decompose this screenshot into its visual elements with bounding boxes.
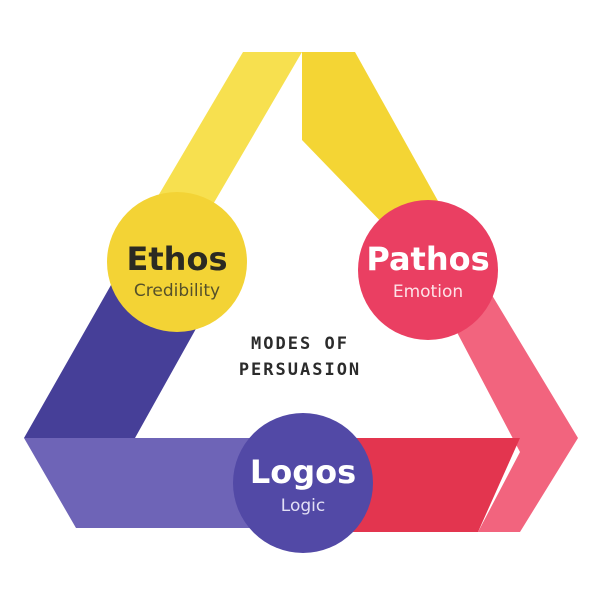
pathos-circle [358,200,498,340]
pathos-node: Pathos Emotion [358,200,498,340]
pathos-subtitle: Emotion [393,282,463,302]
ethos-node: Ethos Credibility [107,192,247,332]
ethos-subtitle: Credibility [134,281,220,301]
logos-circle [233,413,373,553]
center-title-line-1: MODES OF [251,334,349,354]
pathos-band-lower-face [320,438,520,532]
logos-subtitle: Logic [281,496,325,516]
ethos-name: Ethos [127,240,228,278]
logos-name: Logos [250,453,356,491]
ethos-circle [107,192,247,332]
logos-node: Logos Logic [233,413,373,553]
pathos-name: Pathos [366,240,489,278]
logos-band-lower-face [24,438,300,528]
center-title-line-2: PERSUASION [239,360,361,380]
ethos-band-left-face [138,52,302,230]
